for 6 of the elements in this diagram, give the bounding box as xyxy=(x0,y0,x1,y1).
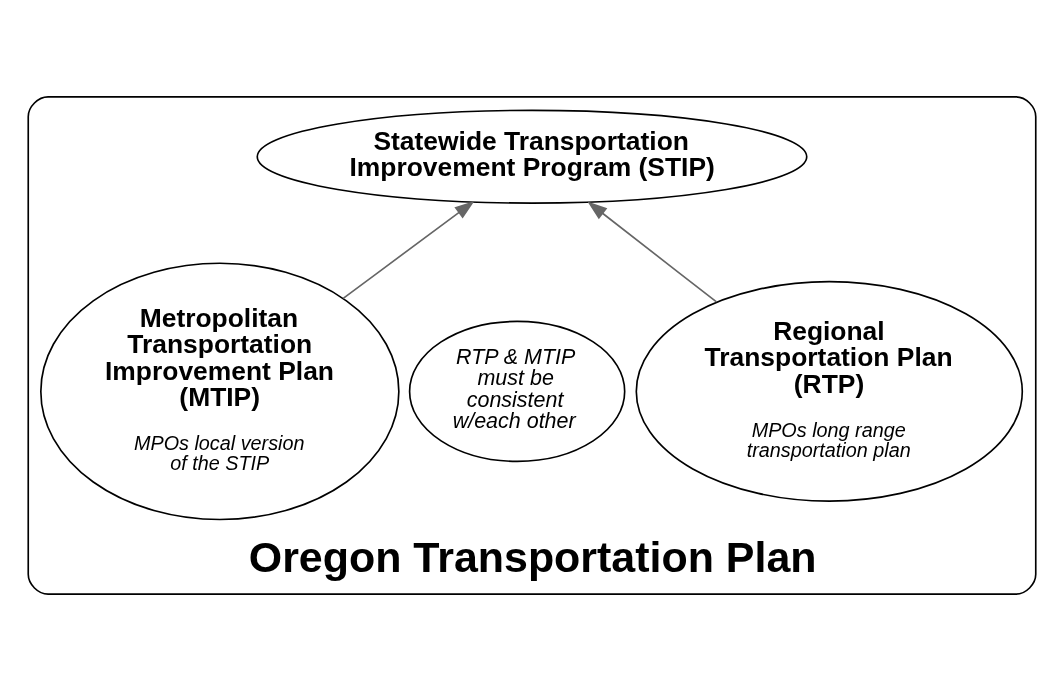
arrow xyxy=(587,201,718,303)
node-ellipse: Metropolitan Transportation Improvement Plan (MTIP) MPOs local version of the STIP xyxy=(40,261,400,520)
node-ellipse: Regional Transportation Plan (RTP) MPOs long range transportation plan xyxy=(635,280,1024,502)
node-ellipse: Statewide Transportation Improvement Program (STIP) xyxy=(256,109,808,204)
arrow xyxy=(342,200,475,299)
node-ellipse: RTP & MTIP must be consistent w/each other xyxy=(408,320,626,462)
